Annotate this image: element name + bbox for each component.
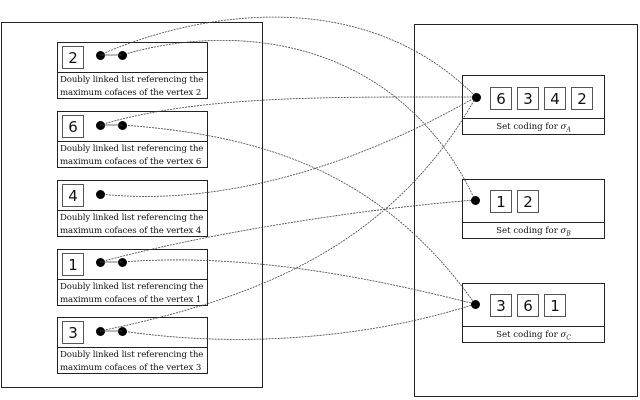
anchor-dot-sigma-c xyxy=(470,299,480,309)
set-cell: 2 xyxy=(571,87,593,110)
anchor-dot-sigma-b xyxy=(470,195,480,205)
set-label: Set coding for σB xyxy=(496,226,571,238)
set-cell: 1 xyxy=(544,294,566,317)
set-label: Set coding for σA xyxy=(496,122,571,134)
anchor-dot-sigma-a xyxy=(471,92,481,102)
pointer-dot-3b xyxy=(117,326,127,336)
pointer-dot-1b xyxy=(117,257,127,267)
set-node-sigma-c: 3 6 1 Set coding for σC xyxy=(462,283,605,343)
set-cell: 6 xyxy=(517,294,539,317)
pointer-dot-6a xyxy=(95,120,105,130)
pointer-dot-2b xyxy=(117,50,127,60)
set-cell: 4 xyxy=(544,87,566,110)
vertex-id: 4 xyxy=(62,184,84,207)
set-cell: 3 xyxy=(517,87,539,110)
vertex-id: 1 xyxy=(62,253,84,276)
pointer-dot-1a xyxy=(95,257,105,267)
set-cell: 3 xyxy=(490,294,512,317)
pointer-dot-4 xyxy=(95,189,105,199)
pointer-dot-2a xyxy=(95,50,105,60)
set-cell: 6 xyxy=(490,87,512,110)
set-node-sigma-b: 1 2 Set coding for σB xyxy=(462,179,605,239)
vertex-id: 2 xyxy=(62,46,84,69)
vertex-id: 3 xyxy=(62,321,84,344)
set-label: Set coding for σC xyxy=(496,330,571,342)
set-node-sigma-a: 6 3 4 2 Set coding for σA xyxy=(462,75,605,135)
set-cell: 2 xyxy=(517,190,539,213)
vertex-id: 6 xyxy=(62,115,84,138)
set-cell: 1 xyxy=(490,190,512,213)
pointer-dot-6b xyxy=(117,120,127,130)
pointer-dot-3a xyxy=(95,326,105,336)
